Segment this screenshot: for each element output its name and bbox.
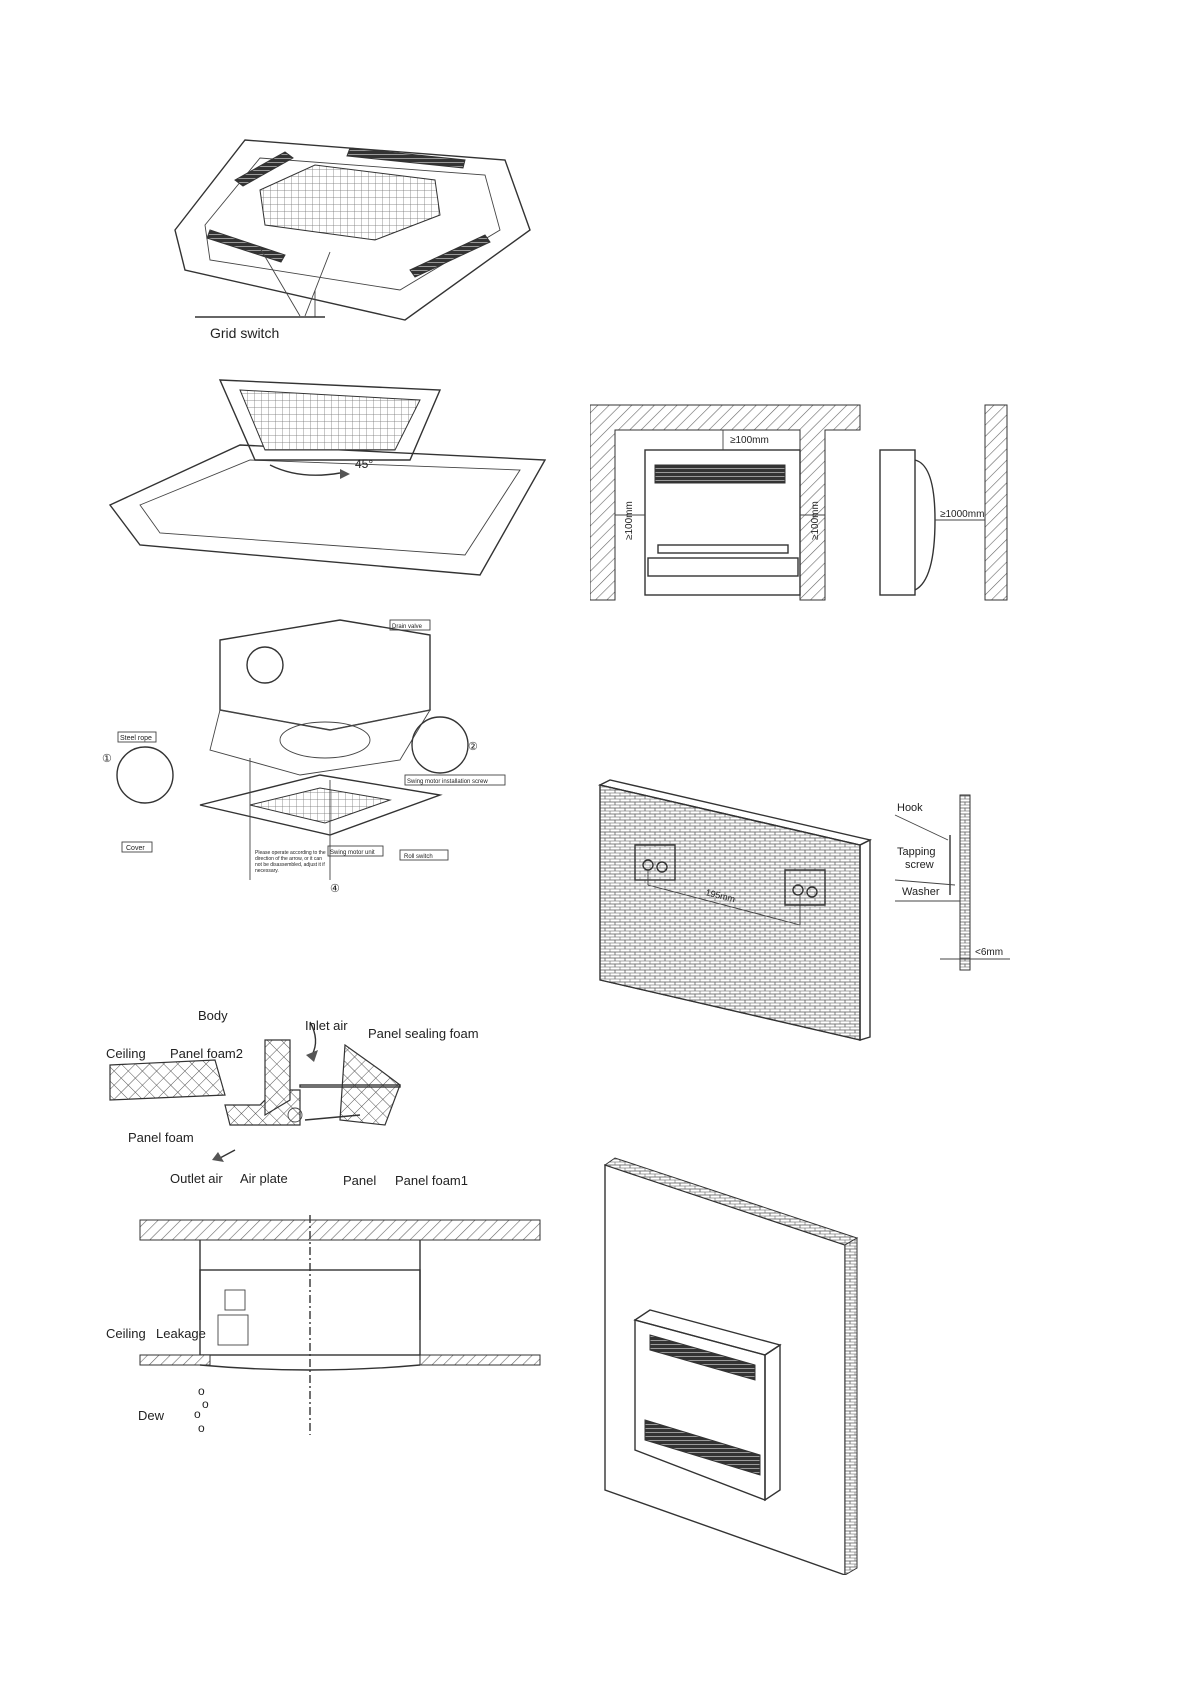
air-plate-label: Air plate xyxy=(240,1171,288,1186)
panel-foam1-label: Panel foam1 xyxy=(395,1173,468,1188)
leak-view-figure: o o o o Ceiling Leakage Dew xyxy=(100,1210,560,1445)
dew-label: Dew xyxy=(138,1408,165,1423)
drain-valve-label: Drain valve xyxy=(392,624,423,630)
panel-foam-label: Panel foam xyxy=(128,1130,194,1145)
ceiling-label: Ceiling xyxy=(106,1046,146,1061)
clearance-front-label: ≥1000mm xyxy=(940,509,984,520)
seal-section-figure: Body Inlet air Panel sealing foam Ceilin… xyxy=(100,1000,560,1200)
leakage-label: Leakage xyxy=(156,1326,206,1341)
dew-drop-1: o xyxy=(198,1384,205,1398)
tapping-screw-label-2: screw xyxy=(905,859,934,871)
swing-motor-screw-label: Swing motor installation screw xyxy=(407,779,488,785)
install-notes: Please operate according to the directio… xyxy=(255,850,326,874)
washer-label: Washer xyxy=(902,886,940,898)
hook-label: Hook xyxy=(897,802,923,814)
roll-switch-label: Roll switch xyxy=(404,854,433,860)
grid-switch-label: Grid switch xyxy=(210,325,279,341)
clearance-left-label: ≥100mm xyxy=(624,501,635,540)
circle-1-label: ① xyxy=(102,753,112,765)
gap-label: <6mm xyxy=(975,947,1003,958)
leak-ceiling-label: Ceiling xyxy=(106,1326,146,1341)
tapping-screw-label-1: Tapping xyxy=(897,846,936,858)
inlet-air-label: Inlet air xyxy=(305,1018,348,1033)
dew-drop-2: o xyxy=(202,1397,209,1411)
swing-motor-unit-label: Swing motor unit xyxy=(330,850,375,856)
clearance-top-label: ≥100mm xyxy=(730,435,769,446)
cassette-open-figure: 45° xyxy=(100,365,560,580)
open-angle-label: 45° xyxy=(355,457,373,471)
mounted-unit-figure xyxy=(595,1150,915,1576)
panel-label: Panel xyxy=(343,1173,376,1188)
outlet-air-label: Outlet air xyxy=(170,1171,223,1186)
circle-2-label: ② xyxy=(468,741,478,753)
wall-mount-figure: 195mm Hook Tapping screw Washer <6mm xyxy=(590,775,1080,1050)
panel-sealing-foam-label: Panel sealing foam xyxy=(368,1026,479,1041)
panel-foam2-label: Panel foam2 xyxy=(170,1046,243,1061)
dew-drop-3: o xyxy=(194,1407,201,1421)
cover-label: Cover xyxy=(126,845,145,852)
cassette-install-figure: Drain valve Steel rope Cover ① ② ④ Swing… xyxy=(100,610,560,950)
dew-drop-4: o xyxy=(198,1421,205,1435)
body-label: Body xyxy=(198,1008,228,1023)
cassette-grille-figure: Grid switch xyxy=(165,120,545,360)
steel-rope-label: Steel rope xyxy=(120,735,152,742)
circle-4-label: ④ xyxy=(330,883,340,895)
clearance-right-label: ≥100mm xyxy=(810,501,821,540)
clearance-figure: ≥100mm ≥100mm ≥100mm ≥1000mm xyxy=(589,390,1060,610)
